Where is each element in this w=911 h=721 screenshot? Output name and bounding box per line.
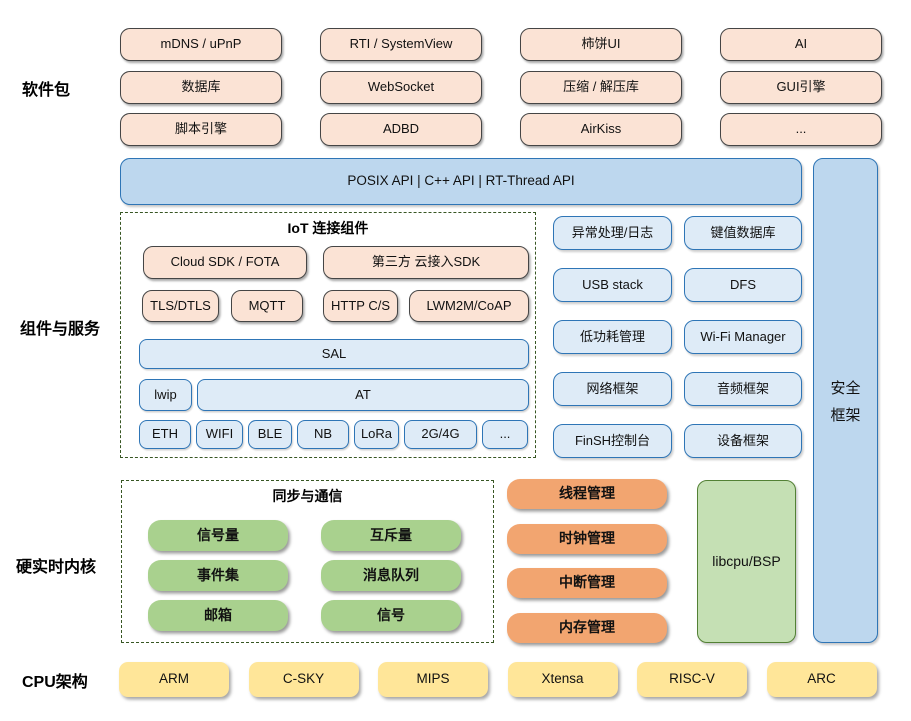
cpu-box-arc: ARC xyxy=(766,662,877,697)
section-label-hard-realtime-kernel: 硬实时内核 xyxy=(16,559,97,576)
package-box-rti-systemview: RTI / SystemView xyxy=(320,28,482,61)
cpu-box-mips: MIPS xyxy=(378,662,488,697)
security-framework-line1: 安全 xyxy=(830,379,861,397)
iot-box-lwm2m-coap: LWM2M/CoAP xyxy=(409,290,529,322)
sync-box-event-set: 事件集 xyxy=(148,560,288,591)
iot-link-2g4g: 2G/4G xyxy=(404,420,477,449)
service-box-network-framework: 网络框架 xyxy=(553,372,672,406)
kernel-box-clock-mgmt: 时钟管理 xyxy=(507,523,667,554)
sync-box-signal: 信号 xyxy=(321,600,461,631)
service-box-wifi-manager: Wi-Fi Manager xyxy=(684,320,802,354)
service-box-kv-database: 键值数据库 xyxy=(684,216,802,250)
sync-items-grid: 信号量 互斥量 事件集 消息队列 邮箱 信号 xyxy=(148,520,461,631)
kernel-box-interrupt-mgmt: 中断管理 xyxy=(507,568,667,598)
service-box-finsh-console: FinSH控制台 xyxy=(553,424,672,458)
section-label-software-packages: 软件包 xyxy=(22,82,71,99)
package-box-database: 数据库 xyxy=(120,70,282,104)
iot-box-cloud-sdk-fota: Cloud SDK / FOTA xyxy=(143,246,307,279)
cpu-box-riscv: RISC-V xyxy=(637,662,747,697)
package-box-adbd: ADBD xyxy=(320,113,482,146)
package-box-script-engine: 脚本引擎 xyxy=(120,113,282,146)
iot-box-at: AT xyxy=(197,379,529,411)
sync-communication-group: 同步与通信 信号量 互斥量 事件集 消息队列 邮箱 信号 xyxy=(121,480,494,643)
cpu-box-csky: C-SKY xyxy=(248,662,359,697)
service-box-usb-stack: USB stack xyxy=(553,268,672,302)
iot-link-eth: ETH xyxy=(139,420,191,449)
package-box-ai: AI xyxy=(720,28,882,61)
package-box-compression: 压缩 / 解压库 xyxy=(520,70,682,104)
service-box-audio-framework: 音频框架 xyxy=(684,372,802,406)
iot-box-http-cs: HTTP C/S xyxy=(323,290,398,322)
kernel-management-stack: 线程管理 时钟管理 中断管理 内存管理 xyxy=(507,479,667,643)
services-grid: 异常处理/日志 键值数据库 USB stack DFS 低功耗管理 Wi-Fi … xyxy=(553,216,802,458)
security-framework-line2: 框架 xyxy=(830,406,861,424)
iot-link-row: ETH WIFI BLE NB LoRa 2G/4G ... xyxy=(139,420,529,449)
package-box-mdns-upnp: mDNS / uPnP xyxy=(120,28,282,61)
service-box-low-power-mgmt: 低功耗管理 xyxy=(553,320,672,354)
sync-box-semaphore: 信号量 xyxy=(148,520,288,551)
iot-link-wifi: WIFI xyxy=(196,420,243,449)
section-label-cpu-architecture: CPU架构 xyxy=(22,674,88,691)
package-box-websocket: WebSocket xyxy=(320,70,482,104)
kernel-box-thread-mgmt: 线程管理 xyxy=(507,479,667,509)
sync-box-mutex: 互斥量 xyxy=(321,520,461,551)
cpu-box-xtensa: Xtensa xyxy=(507,662,618,697)
security-framework-box: 安全 框架 xyxy=(813,158,878,643)
package-box-more: ... xyxy=(720,113,882,146)
iot-link-nb: NB xyxy=(297,420,349,449)
iot-box-lwip: lwip xyxy=(139,379,192,411)
iot-link-more: ... xyxy=(482,420,528,449)
api-layer-bar: POSIX API | C++ API | RT-Thread API xyxy=(120,158,802,205)
package-box-persimmon-ui: 柿饼UI xyxy=(520,28,682,61)
sync-group-title: 同步与通信 xyxy=(272,488,343,504)
libcpu-bsp-box: libcpu/BSP xyxy=(697,480,796,643)
package-box-gui-engine: GUI引擎 xyxy=(720,70,882,104)
service-box-device-framework: 设备框架 xyxy=(684,424,802,458)
kernel-box-memory-mgmt: 内存管理 xyxy=(507,612,667,643)
iot-connectivity-group: IoT 连接组件 Cloud SDK / FOTA 第三方 云接入SDK TLS… xyxy=(120,212,536,458)
cpu-architecture-row: ARM C-SKY MIPS Xtensa RISC-V ARC xyxy=(119,662,877,697)
iot-box-mqtt: MQTT xyxy=(231,290,303,322)
iot-link-lora: LoRa xyxy=(354,420,399,449)
sync-box-message-queue: 消息队列 xyxy=(321,560,461,591)
iot-link-ble: BLE xyxy=(248,420,292,449)
iot-box-third-party-cloud-sdk: 第三方 云接入SDK xyxy=(323,246,529,279)
package-box-airkiss: AirKiss xyxy=(520,113,682,146)
cpu-box-arm: ARM xyxy=(119,662,229,697)
service-box-dfs: DFS xyxy=(684,268,802,302)
software-packages-grid: mDNS / uPnP RTI / SystemView 柿饼UI AI 数据库… xyxy=(120,28,882,146)
iot-box-tls-dtls: TLS/DTLS xyxy=(142,290,219,322)
service-box-exception-log: 异常处理/日志 xyxy=(553,216,672,250)
section-label-components-services: 组件与服务 xyxy=(20,321,101,338)
iot-group-title: IoT 连接组件 xyxy=(287,220,369,236)
sync-box-mailbox: 邮箱 xyxy=(148,600,288,631)
iot-box-sal: SAL xyxy=(139,339,529,369)
